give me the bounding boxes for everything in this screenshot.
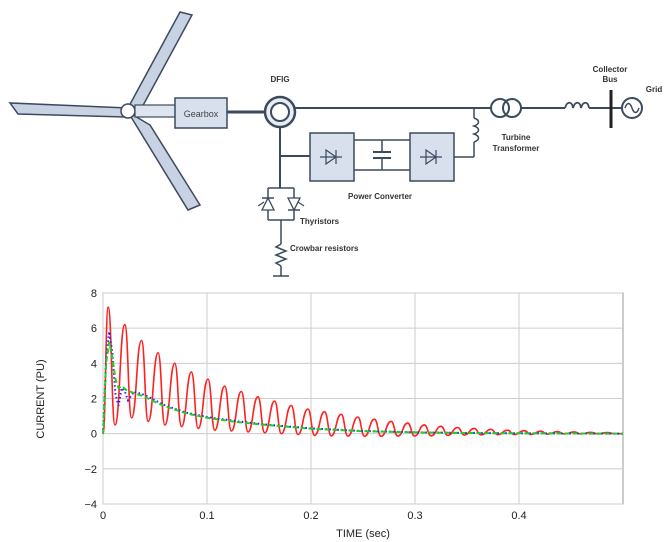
power-converter-label: Power Converter [348,192,412,201]
x-tick-label: 0.3 [407,510,422,522]
converter-filter-inductor-icon [471,117,480,143]
chart-series [102,306,624,438]
gearbox-label: Gearbox [184,109,219,119]
y-tick-label: −4 [84,499,97,511]
grid-side-converter-icon [409,132,455,182]
current-vs-time-chart: 0 0.1 0.2 0.3 0.4 8 6 4 2 0 −2 −4 TIME (sec) CURREN… [35,288,624,540]
series-line-3 [102,342,624,435]
x-tick-label: 0.2 [303,510,318,522]
dfig-generator-icon [263,95,297,129]
collector-bus-label-2: Bus [602,75,618,84]
y-tick-label: 2 [91,394,97,406]
turbine-rotor-icon [8,11,202,211]
grid-source-icon [621,97,643,119]
collector-bus-label-1: Collector [593,65,628,74]
crowbar-resistors-label: Crowbar resistors [290,244,359,253]
y-tick-label: 4 [91,358,97,370]
x-axis-label: TIME (sec) [336,528,390,540]
chart-ticks: 0 0.1 0.2 0.3 0.4 8 6 4 2 0 −2 −4 [84,288,526,522]
thyristors-icon [257,187,305,221]
crowbar-resistor-icon [273,243,289,267]
dc-link-capacitor-icon [373,140,391,170]
turbine-shaft [134,104,178,118]
chart-grid [102,292,623,505]
line-inductor-icon [564,101,590,109]
x-tick-label: 0.1 [199,510,214,522]
dfig-wind-turbine-diagram: Gearbox DFIG Power Converter [8,11,663,277]
y-axis-label: CURRENT (PU) [35,359,47,438]
y-tick-label: −2 [84,464,97,476]
y-tick-label: 6 [91,323,97,335]
turbine-transformer-icon [490,98,522,118]
thyristors-label: Thyristors [300,217,340,226]
dfig-label: DFIG [270,75,289,84]
x-tick-label: 0 [100,510,106,522]
y-tick-label: 0 [91,429,97,441]
grid-label: Grid [646,85,663,94]
turbine-transformer-label-1: Turbine [502,133,531,142]
turbine-transformer-label-2: Transformer [493,144,540,153]
x-tick-label: 0.4 [511,510,526,522]
y-tick-label: 8 [91,288,97,300]
rotor-side-converter-icon [309,132,355,182]
